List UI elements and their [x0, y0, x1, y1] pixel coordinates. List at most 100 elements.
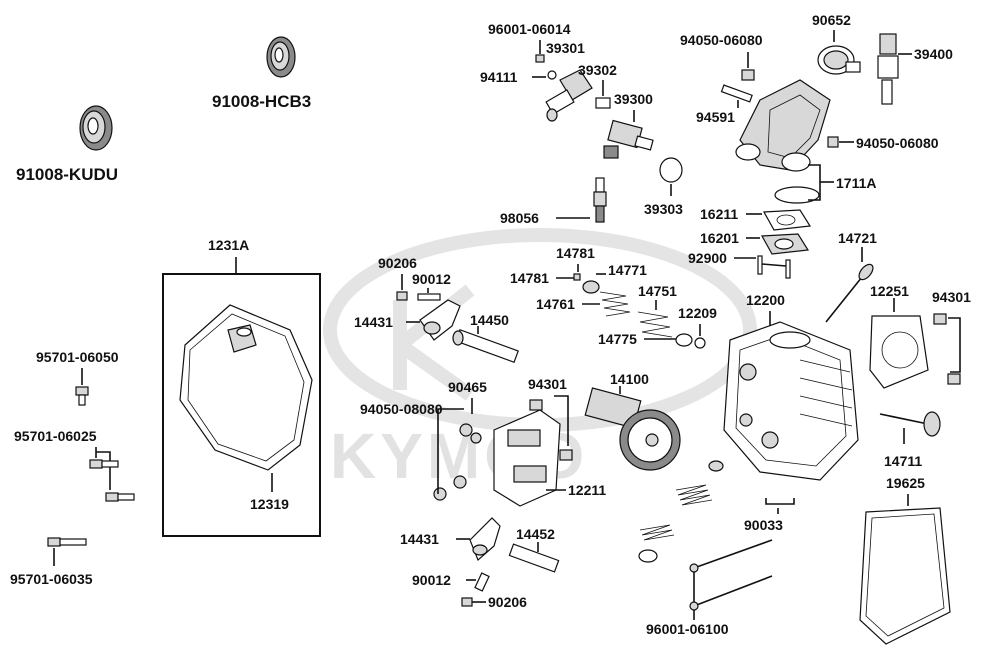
label-94301-b: 94301: [528, 376, 567, 392]
label-12200: 12200: [746, 292, 785, 308]
label-94050-06080-a: 94050-06080: [680, 32, 763, 48]
label-90206-b: 90206: [488, 594, 527, 610]
spring-14751-part: [637, 311, 673, 338]
label-94050-06080-b: 94050-06080: [856, 135, 939, 151]
oring-1711a-part: [774, 186, 820, 204]
dowel-94301-b-part: [529, 399, 573, 461]
label-19625: 19625: [886, 475, 925, 491]
label-14781-b: 14781: [510, 270, 549, 286]
oring-39303-part: [659, 157, 683, 183]
label-90033: 90033: [744, 517, 783, 533]
studs-92900-part: [757, 255, 791, 279]
bearing-hcb3-part: [266, 36, 296, 78]
label-94111: 94111: [480, 69, 518, 85]
seal-12209-part: [694, 337, 706, 349]
guide-90033-part: [765, 498, 795, 505]
valve-14721-part: [825, 263, 874, 323]
cotter-14781-part: [573, 273, 581, 281]
rocker-shaft-14450-part: [452, 328, 519, 364]
injector-fitting-part: [545, 69, 593, 122]
label-14721: 14721: [838, 230, 877, 246]
head-cover-frame: [162, 273, 321, 537]
gasket-19625-part: [859, 507, 951, 645]
label-12209: 12209: [678, 305, 717, 321]
cylinder-head-12200-part: [723, 321, 859, 481]
gasket-12251-part: [869, 315, 929, 389]
label-14450: 14450: [470, 312, 509, 328]
bolt-95701-06050-part: [75, 386, 89, 406]
label-39400: 39400: [914, 46, 953, 62]
nut-94050-06080-a-part: [741, 69, 755, 81]
nut-94050-06080-b-part: [827, 136, 839, 148]
label-39302: 39302: [578, 62, 617, 78]
label-14751: 14751: [638, 283, 677, 299]
label-90012-b: 90012: [412, 572, 451, 588]
label-94301-a: 94301: [932, 289, 971, 305]
label-14452: 14452: [516, 526, 555, 542]
washer-94111-part: [547, 70, 557, 80]
bolt-95701-06035-part: [47, 537, 87, 547]
rocker-shaft-14452-part: [508, 543, 560, 573]
bolt-90206-a-part: [396, 291, 408, 301]
label-14775: 14775: [598, 331, 637, 347]
label-90465: 90465: [448, 379, 487, 395]
label-92900: 92900: [688, 250, 727, 266]
screw-90012-b-part: [474, 572, 490, 592]
label-16201: 16201: [700, 230, 739, 246]
seat-14775-part: [675, 333, 693, 347]
stud-94591-part: [720, 84, 753, 103]
label-95701-06025: 95701-06025: [14, 428, 97, 444]
label-95701-06035: 95701-06035: [10, 571, 93, 587]
label-14781-a: 14781: [556, 245, 595, 261]
label-1711a: 1711A: [836, 175, 876, 191]
label-39301: 39301: [546, 40, 585, 56]
label-96001-06014: 96001-06014: [488, 21, 571, 37]
pins-96001-06100-part: [689, 539, 773, 611]
label-14711: 14711: [884, 453, 922, 469]
label-95701-06050: 95701-06050: [36, 349, 119, 365]
head-cover-part: [179, 304, 313, 471]
bolt-95701-06025-part: [89, 459, 135, 502]
bearing-kudu-part: [79, 105, 113, 151]
gasket-16211-part: [763, 209, 812, 231]
label-12319: 12319: [250, 496, 289, 512]
rocker-arm-14431-a-part: [419, 299, 461, 341]
valve-14711-part: [879, 411, 941, 437]
screw-90012-a-part: [417, 293, 441, 301]
label-14761: 14761: [536, 296, 575, 312]
label-14431-b: 14431: [400, 531, 439, 547]
label-90206-a: 90206: [378, 255, 417, 271]
sensor-39400-part: [877, 33, 899, 105]
label-39303: 39303: [644, 201, 683, 217]
label-14431-a: 14431: [354, 314, 393, 330]
label-14100: 14100: [610, 371, 649, 387]
spring-14761-part: [599, 291, 631, 317]
label-98056: 98056: [500, 210, 539, 226]
injector-39300-part: [603, 119, 654, 159]
label-16211: 16211: [700, 206, 738, 222]
label-94591: 94591: [696, 109, 735, 125]
label-91008-kudu: 91008-KUDU: [16, 165, 118, 184]
label-96001-06100: 96001-06100: [646, 621, 729, 637]
intake-manifold-part: [735, 79, 831, 172]
clip-39302-part: [595, 97, 611, 109]
insulator-16201-part: [761, 233, 810, 255]
nuts-94050-08080-part: [433, 408, 482, 501]
label-90652: 90652: [812, 12, 851, 28]
clamp-90652-part: [817, 45, 861, 75]
rocker-arm-14431-b-part: [469, 517, 501, 562]
lower-valve-spring-part: [638, 460, 724, 563]
dowel-94301-a-part: [933, 313, 961, 385]
screw-96001-06014-part: [535, 54, 545, 63]
label-91008-hcb3: 91008-HCB3: [212, 92, 311, 111]
label-39300: 39300: [614, 91, 653, 107]
label-1231a: 1231A: [208, 237, 249, 253]
label-12251: 12251: [870, 283, 909, 299]
bolt-90206-b-part: [461, 597, 473, 607]
camshaft-14100-part: [584, 387, 681, 471]
spark-plug-98056-part: [593, 177, 607, 223]
label-90012-a: 90012: [412, 271, 451, 287]
label-94050-08080: 94050-08080: [360, 401, 443, 417]
